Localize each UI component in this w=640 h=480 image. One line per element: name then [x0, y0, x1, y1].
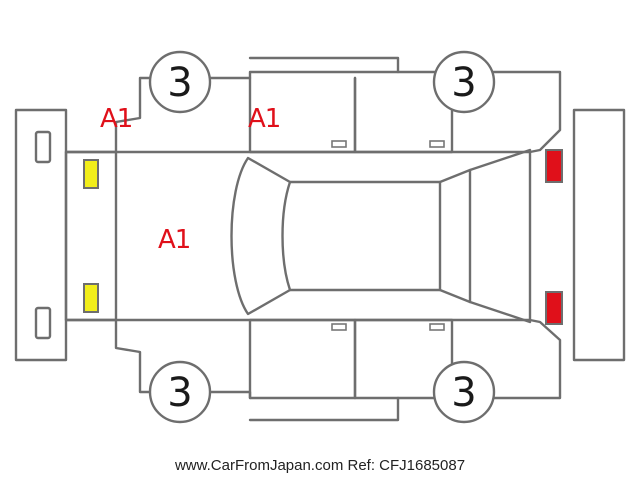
top-doors [248, 56, 454, 154]
damage-mark-hood: A1 [158, 225, 190, 255]
roof-cabin [230, 148, 532, 324]
rear-bumper [572, 108, 626, 362]
wheel-rear-left: 3 [432, 50, 496, 114]
wheel-rear-right-grade: 3 [451, 370, 476, 416]
front-bumper [14, 108, 68, 362]
wheel-front-right-grade: 3 [167, 370, 192, 416]
front-lamp-bottom [83, 283, 99, 313]
car-body-outline [64, 70, 562, 400]
front-lamp-top [83, 159, 99, 189]
rear-lamp-bottom [545, 291, 563, 325]
wheel-rear-right: 3 [432, 360, 496, 424]
bottom-doors [248, 318, 454, 422]
rear-lamp-top [545, 149, 563, 183]
wheel-front-left-grade: 3 [167, 60, 192, 106]
damage-mark-front-left-fender: A1 [100, 104, 132, 134]
damage-mark-left-front-door: A1 [248, 104, 280, 134]
source-watermark: www.CarFromJapan.com Ref: CFJ1685087 [174, 457, 465, 474]
wheel-front-right: 3 [148, 360, 212, 424]
wheel-front-left: 3 [148, 50, 212, 114]
wheel-rear-left-grade: 3 [451, 60, 476, 106]
